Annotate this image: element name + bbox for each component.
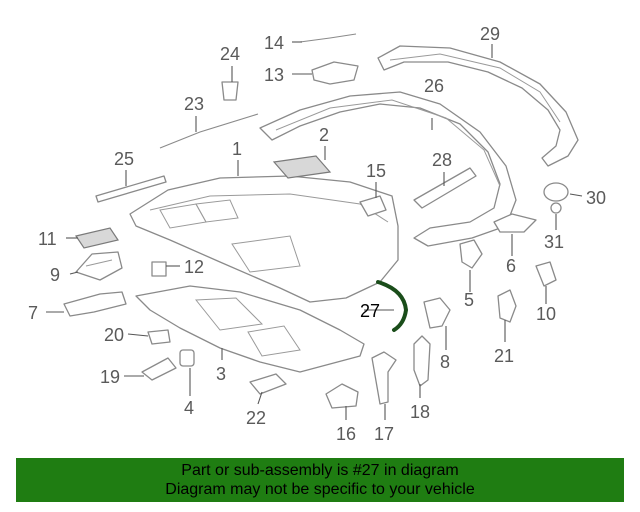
label-20: 20 [104, 325, 124, 345]
label-4: 4 [184, 398, 194, 418]
label-28: 28 [432, 150, 452, 170]
label-15: 15 [366, 161, 386, 181]
part-11-pad [75, 227, 119, 249]
part-18-arm [413, 335, 431, 387]
part-9-tray [75, 251, 123, 281]
part-12-pin [151, 261, 167, 277]
label-3: 3 [216, 364, 226, 384]
label-26: 26 [424, 76, 444, 96]
label-21: 21 [494, 346, 514, 366]
leader-lines [46, 41, 583, 420]
part-7-bracket [63, 291, 127, 317]
label-23: 23 [184, 94, 204, 114]
part-31-washer [550, 202, 562, 214]
label-30: 30 [586, 188, 606, 208]
info-banner: Part or sub-assembly is #27 in diagram D… [16, 458, 624, 502]
label-27: 27 [360, 301, 380, 321]
part-14-rod [299, 33, 357, 43]
part-3-lower-panel [135, 285, 365, 373]
label-14: 14 [264, 33, 284, 53]
part-2-pad [272, 155, 332, 179]
label-24: 24 [220, 44, 240, 64]
label-31: 31 [544, 232, 564, 252]
part-5-bracket [459, 239, 483, 269]
banner-line-2: Diagram may not be specific to your vehi… [165, 481, 475, 498]
part-4-fastener [179, 349, 195, 367]
banner-line-1: Part or sub-assembly is #27 in diagram [181, 462, 459, 479]
part-27-highlighted-seal [376, 280, 409, 332]
part-29-seal-strip [377, 45, 579, 167]
part-15-clip [359, 195, 387, 217]
parts-diagram: 1 2 3 4 5 6 7 8 9 10 11 12 13 14 15 16 1… [28, 24, 606, 444]
label-6: 6 [506, 256, 516, 276]
part-25-strip [95, 175, 167, 203]
label-18: 18 [410, 402, 430, 422]
part-8-hinge [423, 297, 451, 329]
label-16: 16 [336, 424, 356, 444]
label-7: 7 [28, 303, 38, 323]
part-16-block [325, 383, 359, 409]
label-25: 25 [114, 149, 134, 169]
label-2: 2 [319, 125, 329, 145]
part-26-side-rail [259, 91, 517, 247]
part-1-roof-panel [129, 175, 399, 303]
label-13: 13 [264, 65, 284, 85]
part-23-cable [159, 113, 259, 149]
part-13-latch [311, 61, 359, 85]
part-21-link [497, 289, 517, 323]
part-28-trim-strip [413, 167, 477, 209]
label-10: 10 [536, 304, 556, 324]
part-30-knob [543, 182, 569, 202]
label-22: 22 [246, 408, 266, 428]
label-1: 1 [232, 139, 242, 159]
label-8: 8 [440, 352, 450, 372]
label-17: 17 [374, 424, 394, 444]
part-17-support [371, 351, 397, 405]
part-24-clip [221, 81, 239, 101]
part-20-clip [147, 329, 171, 345]
label-12: 12 [184, 257, 204, 277]
part-19-bracket [141, 357, 177, 381]
part-10-bracket [535, 261, 557, 287]
label-29: 29 [480, 24, 500, 44]
label-5: 5 [464, 290, 474, 310]
label-19: 19 [100, 367, 120, 387]
part-6-bracket [493, 213, 537, 233]
label-9: 9 [50, 265, 60, 285]
part-22-bracket [249, 373, 287, 395]
label-11: 11 [38, 229, 57, 249]
